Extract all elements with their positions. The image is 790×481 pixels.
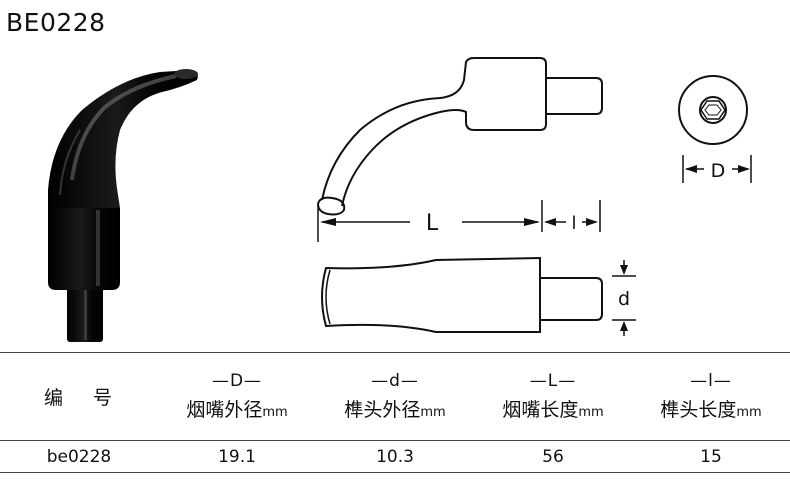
header-L: —L— 烟嘴长度mm <box>474 352 632 441</box>
header-d: —d— 榫头外径mm <box>316 352 474 441</box>
product-photo <box>48 69 198 342</box>
cell-D: 19.1 <box>158 440 316 473</box>
front-view-circle <box>678 75 748 145</box>
dim-L-label: L <box>426 211 439 236</box>
table-header-row: 编号 —D— 烟嘴外径mm —d— 榫头外径mm —L— 烟嘴长度mm —l— … <box>0 352 790 441</box>
table-row: be0228 19.1 10.3 56 15 <box>0 440 790 473</box>
dim-l-label: l <box>571 213 576 234</box>
dim-d-label: d <box>618 288 630 310</box>
spec-table: 编号 —D— 烟嘴外径mm —d— 榫头外径mm —L— 烟嘴长度mm —l— … <box>0 352 790 473</box>
header-l: —l— 榫头长度mm <box>632 352 790 441</box>
side-view-outline <box>321 57 603 207</box>
cell-L: 56 <box>474 440 632 473</box>
page-title: BE0228 <box>6 8 106 37</box>
cell-d: 10.3 <box>316 440 474 473</box>
bottom-view-outline <box>321 256 603 333</box>
cell-code: be0228 <box>0 440 158 473</box>
header-code: 编号 <box>0 352 158 441</box>
technical-drawings: L l D d <box>316 57 752 336</box>
header-D: —D— 烟嘴外径mm <box>158 352 316 441</box>
dim-D-label: D <box>711 160 726 182</box>
cell-l: 15 <box>632 440 790 473</box>
